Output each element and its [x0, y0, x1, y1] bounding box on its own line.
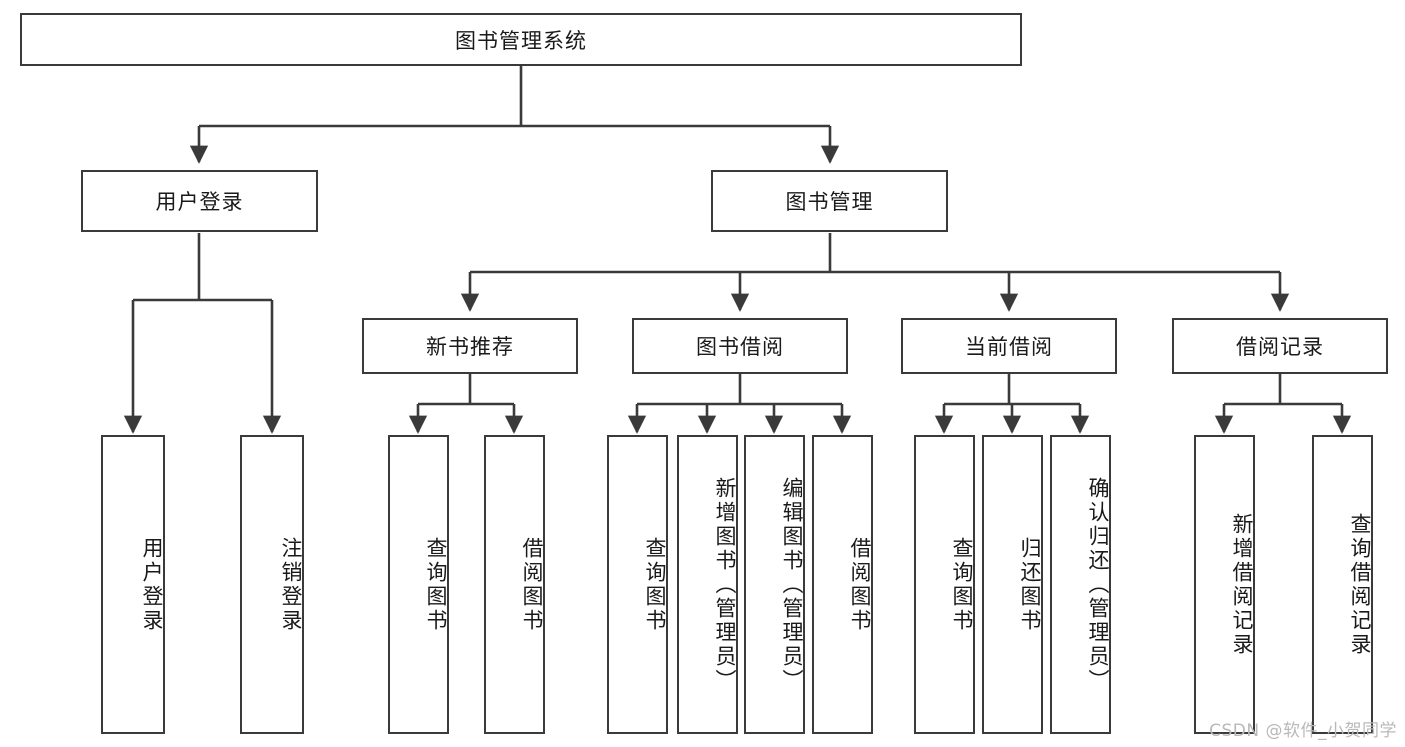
node-user-login[interactable]: 用户登录 — [81, 170, 318, 232]
node-leaf-query-record[interactable]: 查询借阅记录 — [1312, 435, 1373, 734]
node-label: 查询图书 — [643, 536, 667, 633]
node-leaf-logout-login[interactable]: 注销登录 — [240, 435, 304, 734]
node-book-management-system[interactable]: 图书管理系统 — [20, 13, 1022, 66]
node-label: 当前借阅 — [965, 335, 1053, 359]
node-label: 借阅图书 — [848, 536, 872, 633]
node-leaf-edit-book[interactable]: 编辑图书（管理员） — [744, 435, 805, 734]
node-leaf-user-login[interactable]: 用户登录 — [101, 435, 165, 734]
node-leaf-borrow-book-1[interactable]: 借阅图书 — [484, 435, 545, 734]
node-leaf-query-book-1[interactable]: 查询图书 — [388, 435, 449, 734]
node-label: 用户登录 — [140, 536, 164, 633]
node-label: 查询图书 — [950, 536, 974, 633]
node-label: 新增借阅记录 — [1230, 512, 1254, 657]
node-label: 确认归还（管理员） — [1086, 476, 1110, 693]
node-new-book-recommend[interactable]: 新书推荐 — [362, 318, 578, 374]
node-label: 借阅记录 — [1236, 335, 1324, 359]
node-label: 图书管理系统 — [455, 28, 587, 53]
node-leaf-query-book-3[interactable]: 查询图书 — [914, 435, 975, 734]
node-leaf-return-book[interactable]: 归还图书 — [982, 435, 1043, 734]
node-leaf-add-book[interactable]: 新增图书（管理员） — [677, 435, 738, 734]
node-label: 注销登录 — [279, 536, 303, 633]
node-label: 用户登录 — [155, 190, 244, 214]
node-label: 借阅图书 — [520, 536, 544, 633]
node-label: 图书借阅 — [696, 335, 784, 359]
node-leaf-confirm-return[interactable]: 确认归还（管理员） — [1050, 435, 1111, 734]
node-current-borrow[interactable]: 当前借阅 — [901, 318, 1117, 374]
node-borrow-record[interactable]: 借阅记录 — [1172, 318, 1388, 374]
node-label: 图书管理 — [785, 190, 874, 214]
node-label: 归还图书 — [1018, 536, 1042, 633]
node-label: 查询图书 — [424, 536, 448, 633]
node-label: 查询借阅记录 — [1348, 512, 1372, 657]
node-leaf-query-book-2[interactable]: 查询图书 — [607, 435, 668, 734]
node-label: 编辑图书（管理员） — [780, 476, 804, 693]
node-book-borrow[interactable]: 图书借阅 — [632, 318, 848, 374]
node-leaf-add-record[interactable]: 新增借阅记录 — [1194, 435, 1255, 734]
node-label: 新书推荐 — [426, 335, 514, 359]
node-book-management[interactable]: 图书管理 — [711, 170, 948, 232]
node-leaf-borrow-book-2[interactable]: 借阅图书 — [812, 435, 873, 734]
watermark: CSDN @软件_小贺同学 — [1209, 721, 1397, 741]
node-label: 新增图书（管理员） — [713, 476, 737, 693]
